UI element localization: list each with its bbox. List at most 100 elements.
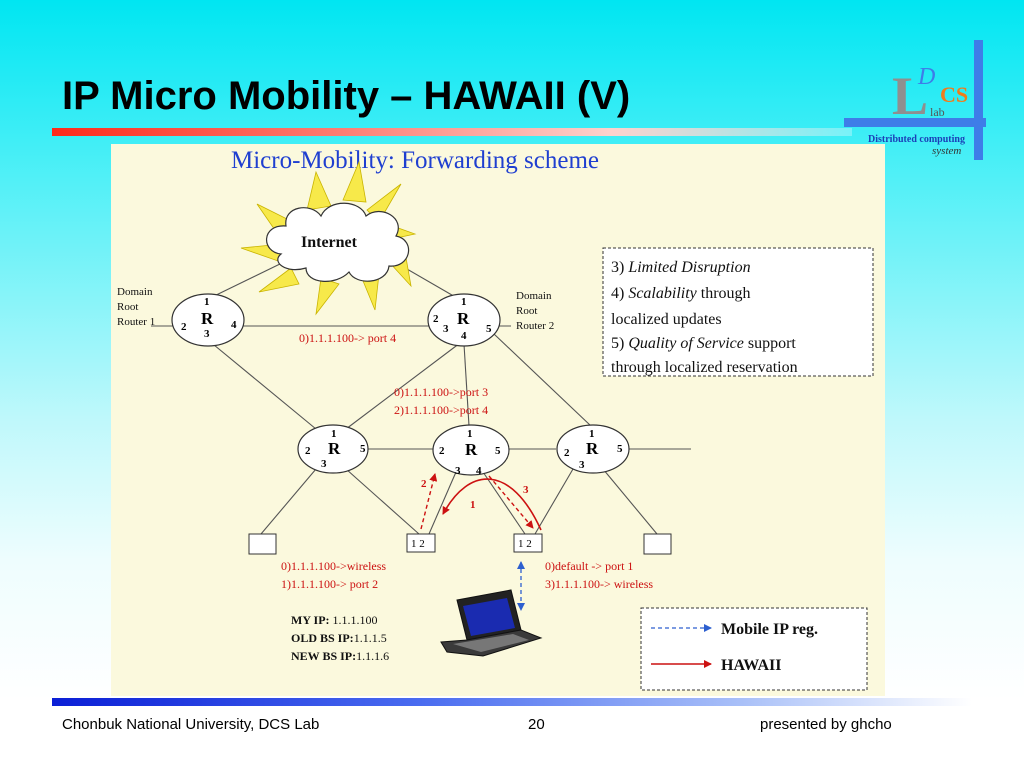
figure-title: Micro-Mobility: Forwarding scheme <box>231 147 599 174</box>
feature-limited-disruption: 3) Limited Disruption <box>611 259 751 276</box>
left-port-5: 5 <box>360 443 366 455</box>
hawaii-arrows: 1 2 3 <box>420 473 542 531</box>
router-middle: R 1 2 3 4 5 <box>432 424 510 477</box>
link-drr1-left-router <box>207 339 317 430</box>
fwd-entry-drr2: 0)1.1.1.100-> port 4 <box>299 331 396 345</box>
link-mid-bs2 <box>428 471 457 535</box>
router-mid-r: R <box>465 440 478 459</box>
drr1-label-line2: Root <box>117 301 138 313</box>
logo-distributed-computing: Distributed computing <box>868 134 965 145</box>
mid-port-1: 1 <box>467 428 473 440</box>
bs-old-entry-1: 0)1.1.1.100->wireless <box>281 559 386 573</box>
router-drr1-shape <box>171 293 245 347</box>
link-mid-bs3 <box>482 471 526 535</box>
dcs-lab-logo: L D CS lab Distributed computing system <box>844 40 986 160</box>
new-bs-ip-line: NEW BS IP:1.1.1.6 <box>291 649 389 663</box>
hawaii-arrow-3 <box>488 475 534 529</box>
legend-hawaii-label: HAWAII <box>721 657 781 674</box>
router-left-shape <box>297 424 369 474</box>
forwarding-scheme-figure: Micro-Mobility: Forwarding scheme <box>111 144 885 696</box>
router-mid-shape <box>432 424 510 476</box>
title-underline-bar <box>52 128 852 136</box>
right-port-2: 2 <box>564 447 570 459</box>
base-station-old-ports: 1 2 <box>411 538 425 550</box>
feature-localized-updates: localized updates <box>611 311 722 328</box>
mid-port-2: 2 <box>439 445 445 457</box>
page-number: 20 <box>528 716 545 733</box>
logo-system: system <box>932 145 961 157</box>
router-left: R 1 2 3 5 <box>297 424 369 474</box>
left-port-2: 2 <box>305 445 311 457</box>
internet-cloud: Internet <box>240 160 417 316</box>
drr1-port-3: 3 <box>204 328 210 340</box>
mid-port-5: 5 <box>495 445 501 457</box>
right-port-1: 1 <box>589 428 595 440</box>
hawaii-arrow-2 <box>420 473 438 530</box>
network-links <box>151 243 691 535</box>
bs-old-entry-2: 1)1.1.1.100-> port 2 <box>281 577 378 591</box>
logo-letter-l: L <box>892 66 928 126</box>
drr2-port-1: 1 <box>461 296 467 308</box>
router-drr1-r: R <box>201 309 214 328</box>
mobile-ip-info: MY IP: 1.1.1.100 OLD BS IP:1.1.1.5 NEW B… <box>291 613 389 663</box>
laptop-icon <box>440 589 543 657</box>
old-bs-ip-line: OLD BS IP:1.1.1.5 <box>291 631 387 645</box>
fwd-entry-mid-1: 0)1.1.1.100->port 3 <box>394 385 488 399</box>
my-ip-line: MY IP: 1.1.1.100 <box>291 613 378 627</box>
link-drr2-mid-router <box>463 343 470 427</box>
drr2-port-4: 4 <box>461 330 467 342</box>
hawaii-arrow-2-label: 2 <box>421 478 427 490</box>
domain-root-router-2-label: Domain Root Router 2 <box>516 290 554 332</box>
logo-lab: lab <box>930 105 945 119</box>
link-drr2-right-router <box>493 333 592 427</box>
left-port-3: 3 <box>321 458 327 470</box>
drr1-port-1: 1 <box>204 296 210 308</box>
drr2-port-2: 2 <box>433 313 439 325</box>
hawaii-arrow-1-label: 1 <box>470 499 476 511</box>
router-drr2-r: R <box>457 309 470 328</box>
feature-scalability: 4) Scalability through <box>611 285 751 302</box>
drr2-port-3: 3 <box>443 323 449 335</box>
base-station-old <box>406 533 436 553</box>
mid-port-4: 4 <box>476 465 482 477</box>
link-right-bs3 <box>534 468 574 535</box>
base-stations: 1 2 1 2 <box>248 533 672 555</box>
domain-root-router-1-label: Domain Root Router 1 <box>117 286 155 328</box>
bs-new-entry-1: 0)default -> port 1 <box>545 559 633 573</box>
router-right: R 1 2 3 5 <box>556 424 630 474</box>
drr1-label-line1: Domain <box>117 286 153 298</box>
slide-title: IP Micro Mobility – HAWAII (V) <box>62 74 631 118</box>
hawaii-arrow-3-label: 3 <box>523 484 529 496</box>
drr2-label-line3: Router 2 <box>516 320 554 332</box>
drr1-label-line3: Router 1 <box>117 316 155 328</box>
link-left-bs2 <box>345 468 420 535</box>
footer-university: Chonbuk National University, DCS Lab <box>62 716 320 733</box>
internet-cloud-shape <box>266 202 410 282</box>
link-drr2-left-router <box>345 339 465 430</box>
drr2-label-line1: Domain <box>516 290 552 302</box>
feature-localized-reservation: through localized reservation <box>611 359 798 376</box>
drr1-port-4: 4 <box>231 319 237 331</box>
hawaii-arrow-1 <box>442 478 542 531</box>
feature-qos: 5) Quality of Service support <box>611 335 796 352</box>
internet-label: Internet <box>301 234 358 251</box>
legend: Mobile IP reg. HAWAII <box>640 607 868 691</box>
base-station-new-ports: 1 2 <box>518 538 532 550</box>
right-port-3: 3 <box>579 459 585 471</box>
base-station-1 <box>248 533 277 555</box>
router-drr2-shape <box>427 293 501 347</box>
router-domain-root-1: R 1 2 3 4 <box>171 293 245 347</box>
legend-mobile-ip-label: Mobile IP reg. <box>721 621 818 638</box>
right-port-5: 5 <box>617 443 623 455</box>
left-port-1: 1 <box>331 428 337 440</box>
logo-letter-d: D <box>917 64 935 90</box>
logo-vertical-bar <box>974 40 983 160</box>
legend-border <box>640 607 868 691</box>
footer-bar <box>52 698 972 706</box>
fwd-entry-mid-2: 2)1.1.1.100->port 4 <box>394 403 488 417</box>
base-station-new <box>513 533 543 553</box>
drr2-port-5: 5 <box>486 323 492 335</box>
footer-presenter: presented by ghcho <box>760 716 892 733</box>
drr1-port-2: 2 <box>181 321 187 333</box>
